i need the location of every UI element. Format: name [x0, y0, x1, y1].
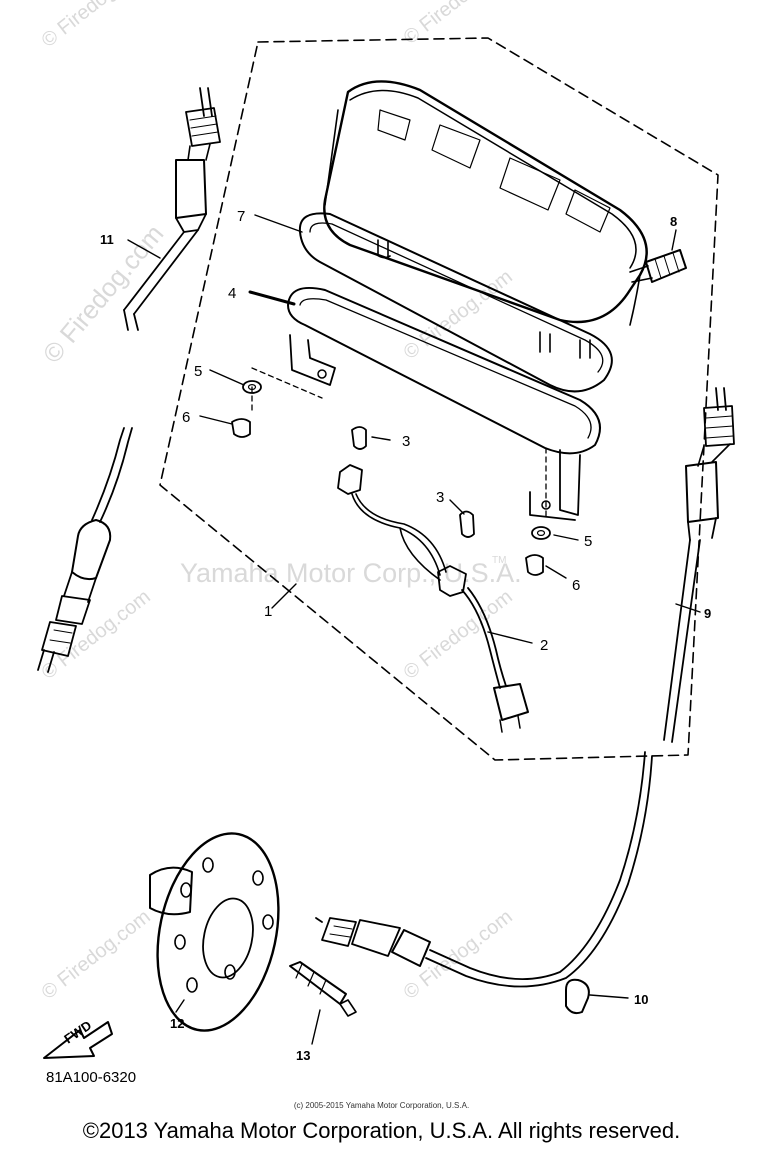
diagram-code: 81A100-6320 [46, 1069, 136, 1086]
callout-numbers: 7 4 5 6 3 3 5 6 1 2 8 11 9 10 12 13 FWD … [46, 208, 711, 1086]
speedometer-cable-part-9 [315, 387, 735, 988]
drive-shaft-part-13 [289, 961, 357, 1017]
meter-case-part-4 [287, 286, 601, 521]
watermark-site: © Firedog.com [38, 0, 155, 52]
callout-7: 7 [237, 208, 245, 225]
callout-3-upper: 3 [402, 433, 410, 450]
bulb-part-3-upper [351, 426, 367, 450]
callout-3-lower: 3 [436, 489, 444, 506]
small-copyright: (c) 2005-2015 Yamaha Motor Corporation, … [293, 1101, 470, 1110]
callout-5-right: 5 [584, 533, 592, 550]
washer-nut-left [231, 367, 323, 438]
callout-6-left: 6 [182, 409, 190, 426]
callout-11: 11 [100, 232, 114, 247]
watermark-tm: TM [492, 555, 506, 566]
footer-copyright: ©2013 Yamaha Motor Corporation, U.S.A. A… [82, 1118, 681, 1143]
tachometer-cable-part-11 [37, 87, 221, 673]
assembly-boundary-dashed [159, 37, 719, 761]
cable-clamp-part-10 [565, 978, 590, 1015]
reset-knob-part-8 [629, 249, 687, 283]
drive-plate-part-12 [149, 832, 280, 1032]
watermark-site: © Firedog.com [400, 0, 517, 49]
gasket-part-7 [298, 212, 613, 393]
callout-10: 10 [634, 992, 648, 1007]
leader-lines [127, 214, 701, 1045]
callout-8: 8 [670, 214, 677, 229]
watermark-brand: Yamaha Motor Corp., U.S.A. [180, 558, 522, 588]
fwd-arrow [43, 1021, 113, 1059]
meter-housing [323, 80, 648, 359]
callout-9: 9 [704, 606, 711, 621]
fwd-label: FWD [61, 1017, 94, 1046]
watermark-site: © Firedog.com [38, 906, 155, 1004]
callout-2: 2 [540, 637, 548, 654]
callout-1: 1 [264, 603, 272, 620]
callout-4: 4 [228, 285, 236, 302]
washer-nut-right [525, 447, 551, 576]
bulb-part-3-lower [459, 510, 475, 538]
callout-12: 12 [170, 1016, 184, 1031]
callout-13: 13 [296, 1048, 310, 1063]
watermark-site: © Firedog.com [400, 906, 517, 1004]
callout-6-right: 6 [572, 577, 580, 594]
callout-5-left: 5 [194, 363, 202, 380]
watermark-site: © Firedog.com [38, 586, 155, 684]
wire-harness-part-2 [337, 464, 529, 733]
